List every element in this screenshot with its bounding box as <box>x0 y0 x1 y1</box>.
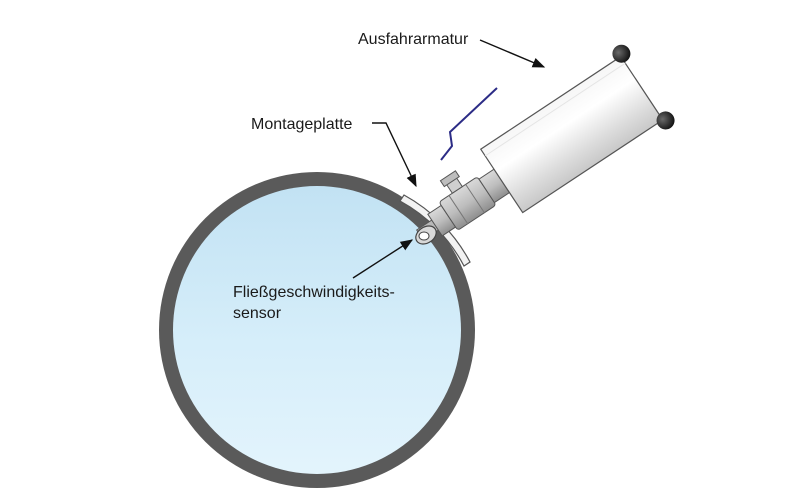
arrow-mounting-plate <box>372 122 417 188</box>
valve-cap <box>439 170 460 188</box>
retractable-fitting-assembly <box>415 44 675 241</box>
label-sensor-line1: Fließgeschwindigkeits- <box>233 284 395 301</box>
wheel-top-icon <box>612 44 631 63</box>
pipe-medium <box>173 186 461 474</box>
label-retractable-fitting: Ausfahrarmatur <box>358 31 469 48</box>
arrow-sensor <box>352 239 414 279</box>
wheel-bottom-icon <box>656 111 675 130</box>
label-mounting-plate: Montageplatte <box>251 116 353 133</box>
fitting-cylinder <box>479 55 664 214</box>
sensor-cable <box>440 87 498 161</box>
label-sensor-line2: sensor <box>233 305 282 322</box>
arrow-retractable-fitting <box>479 39 546 68</box>
flow-velocity-sensor <box>415 225 437 245</box>
